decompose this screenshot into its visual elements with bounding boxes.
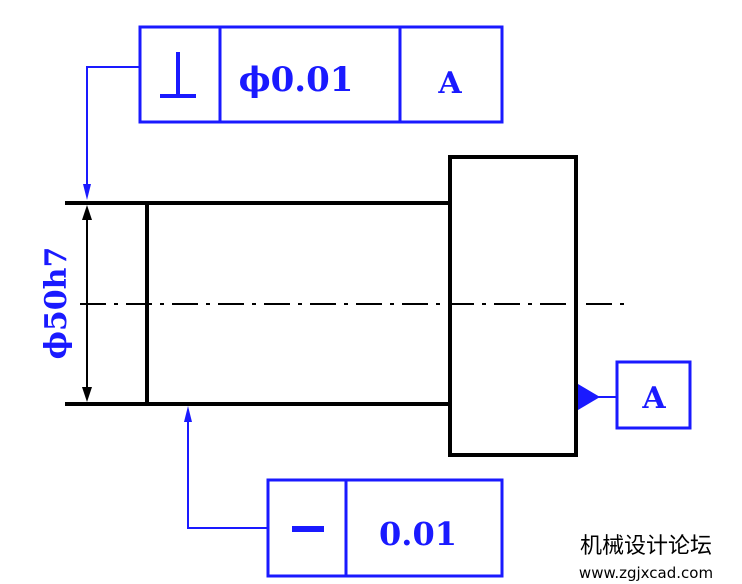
perpendicularity-frame-border — [138, 25, 504, 124]
perpendicular-symbol-icon — [160, 52, 196, 98]
diameter-dimension — [82, 205, 92, 402]
leader-arrow-down-icon — [83, 184, 91, 200]
flange — [448, 155, 578, 457]
watermark-title: 机械设计论坛 — [580, 534, 712, 559]
perpendicularity-tolerance: ϕ0.01 — [239, 60, 354, 100]
leader-arrow-up-icon — [184, 406, 192, 422]
straightness-frame: 0.01 — [266, 478, 504, 578]
diameter-label: ϕ50h7 — [39, 247, 74, 360]
watermark-url: www.zgjxcad.com — [579, 564, 713, 582]
perpendicularity-datum: A — [437, 66, 462, 101]
straightness-symbol-icon — [292, 526, 324, 532]
perpendicularity-frame: ϕ0.01 A — [138, 25, 504, 124]
datum-box — [615, 360, 692, 430]
straightness-tolerance: 0.01 — [379, 515, 457, 553]
datum-box-label: A — [641, 381, 666, 416]
dimension-arrow-top-icon — [82, 205, 92, 220]
watermark: 机械设计论坛 www.zgjxcad.com — [579, 534, 713, 582]
datum-triangle-icon — [578, 384, 600, 410]
dimension-arrow-bottom-icon — [82, 387, 92, 402]
perpendicularity-leader — [83, 66, 140, 200]
straightness-leader — [184, 406, 268, 529]
part-geometry — [65, 155, 625, 457]
datum-feature: A — [578, 360, 692, 430]
